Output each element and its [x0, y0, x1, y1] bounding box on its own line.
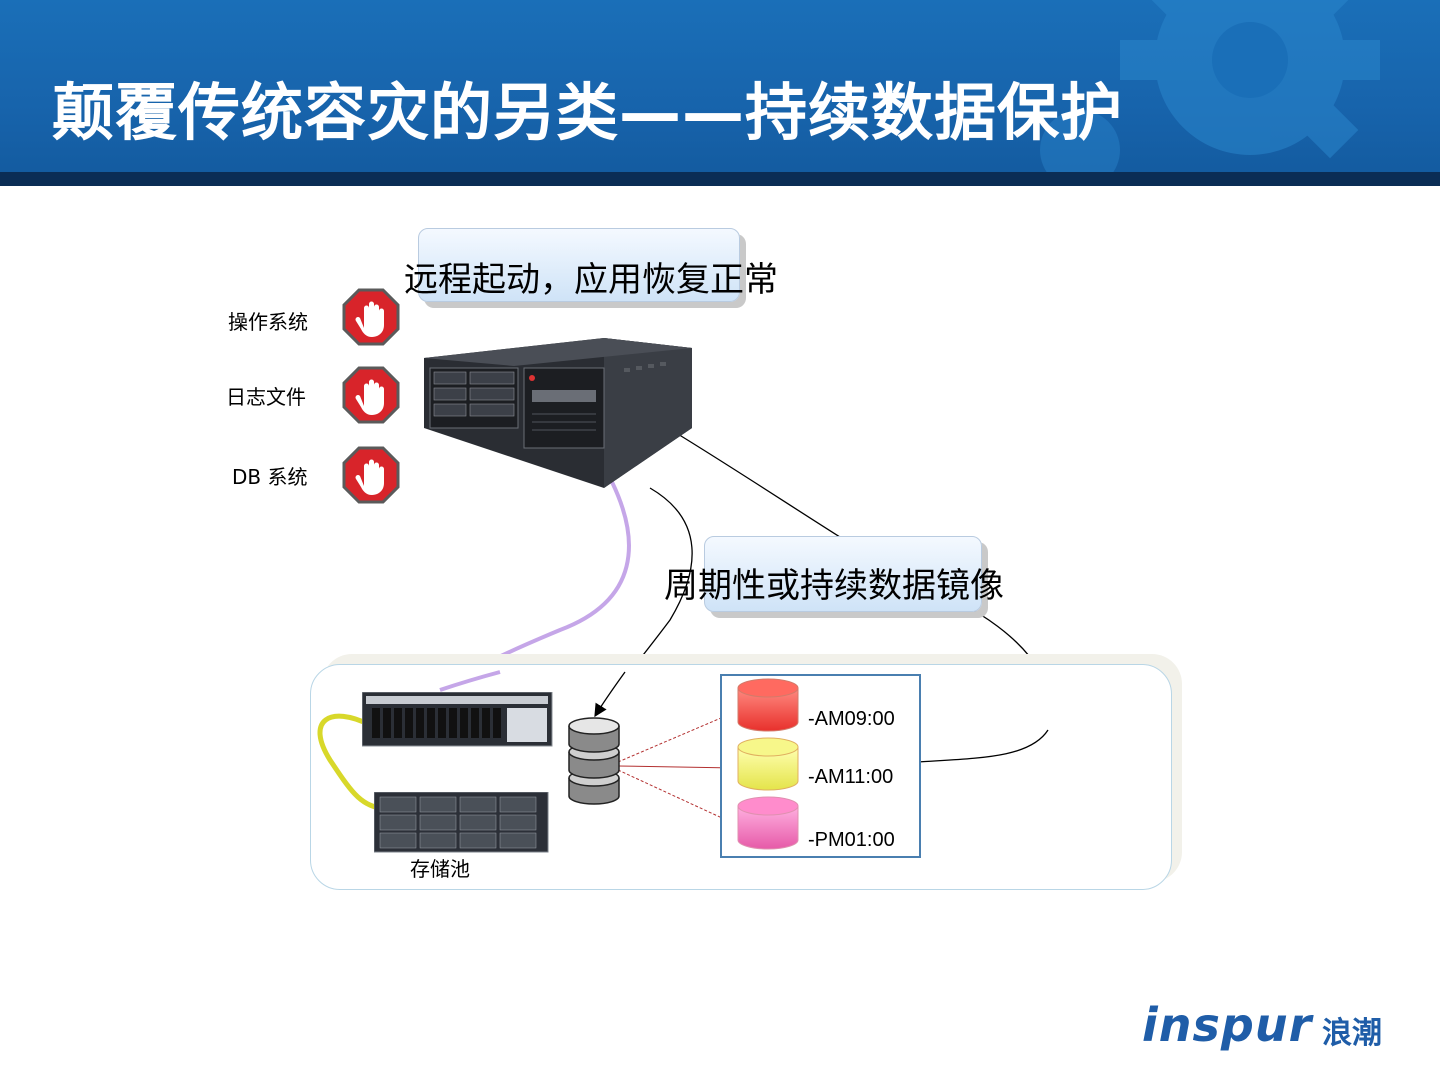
page-title: 颠覆传统容灾的另类——持续数据保护 [52, 76, 1124, 149]
stop-hand-icon-db [342, 446, 400, 504]
server-icon [424, 338, 692, 488]
snapshot-cylinder-1 [737, 678, 799, 732]
snapshot-cylinder-2 [737, 737, 799, 791]
callout-restart [418, 228, 740, 302]
logo-cn-text: 浪潮 [1322, 1016, 1382, 1051]
inspur-logo: inspur 浪潮 [1142, 998, 1402, 1056]
callout-mirror-text: 周期性或持续数据镜像 [664, 566, 1004, 606]
header-banner [0, 0, 1440, 186]
callout-mirror [704, 536, 982, 612]
database-icon [568, 717, 620, 805]
stop-hand-icon-log [342, 366, 400, 424]
storage-pool-label: 存储池 [410, 857, 470, 881]
snapshot-time-3: -PM01:00 [808, 829, 895, 851]
label-db-system: DB 系统 [232, 465, 308, 489]
snapshot-time-1: -AM09:00 [808, 708, 895, 730]
callout-restart-text: 远程起动，应用恢复正常 [404, 260, 778, 300]
logo-brand-text: inspur [1142, 998, 1313, 1052]
snapshot-cylinder-3 [737, 796, 799, 850]
storage-array-icon [362, 692, 553, 747]
storage-server-icon [374, 792, 549, 853]
gear-icon [1040, 0, 1380, 180]
stop-hand-icon-os [342, 288, 400, 346]
snapshot-time-2: -AM11:00 [808, 766, 894, 788]
label-log-files: 日志文件 [226, 385, 306, 409]
label-os: 操作系统 [228, 310, 308, 334]
